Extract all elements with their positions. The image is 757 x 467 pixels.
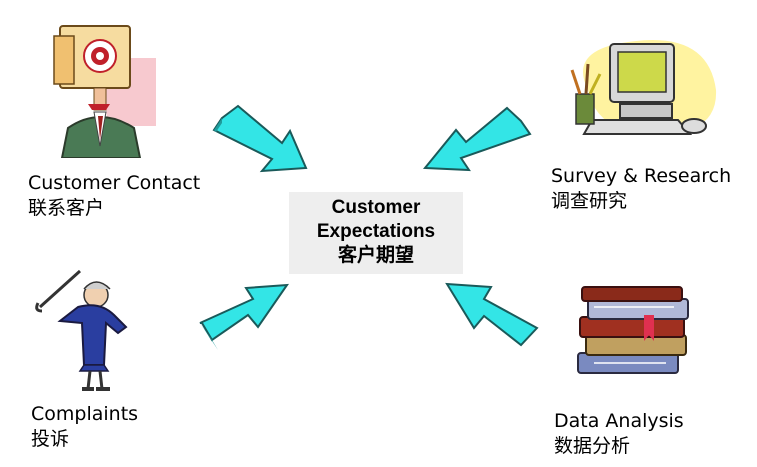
person-with-target-icon [53, 25, 156, 158]
complaining-woman-icon [35, 269, 128, 391]
center-title-line3: 客户期望 [337, 245, 414, 266]
arrow-top-left [212, 104, 308, 173]
arrow-bottom-left [199, 283, 290, 350]
survey-research-label: Survey & Research [551, 165, 732, 187]
center-title-line1: Customer [331, 197, 421, 218]
complaints-zh-label: 投诉 [31, 428, 70, 450]
complaints-label: Complaints [31, 403, 139, 425]
data-analysis-label: Data Analysis [554, 410, 684, 432]
survey-research-zh-label: 调查研究 [551, 190, 628, 212]
center-title-line2: Expectations [316, 221, 436, 242]
arrow-bottom-right [445, 282, 539, 347]
center-box: Customer Expectations 客户期望 [289, 192, 463, 274]
books-icon [577, 286, 689, 374]
computer-icon [570, 40, 717, 135]
data-analysis-zh-label: 数据分析 [554, 435, 631, 457]
arrow-top-right [422, 106, 532, 172]
customer-contact-label: Customer Contact [28, 172, 201, 194]
customer-contact-zh-label: 联系客户 [28, 197, 105, 219]
